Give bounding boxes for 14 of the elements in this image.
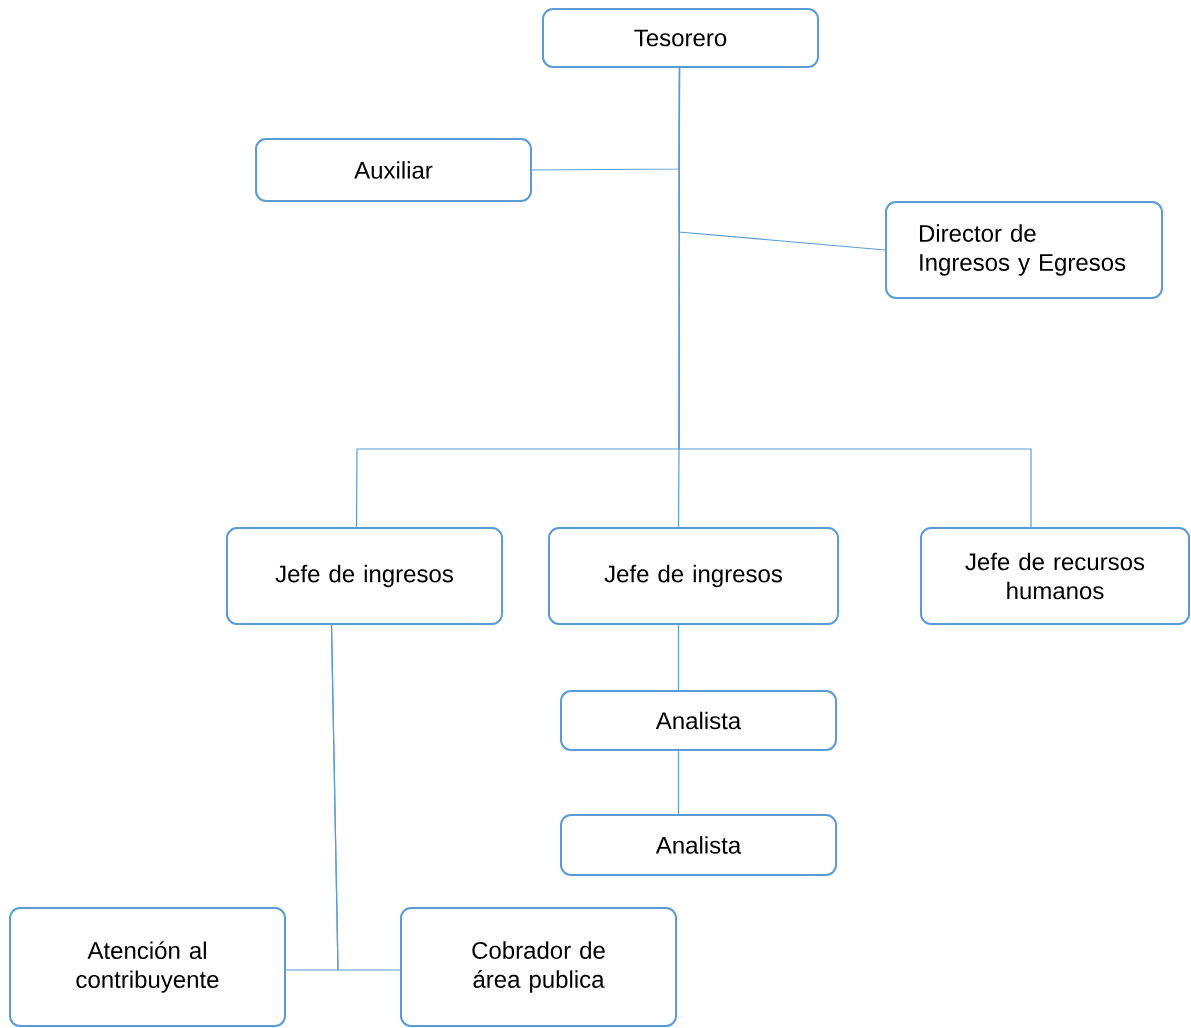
org-box: Auxiliar: [255, 138, 532, 202]
org-box: Jefe de recursos humanos: [920, 527, 1190, 625]
org-box: Jefe de ingresos: [226, 527, 503, 625]
org-box: Analista: [560, 690, 837, 751]
connector-line: [677, 750, 680, 815]
org-box: Jefe de ingresos: [548, 527, 839, 625]
org-box: Atención al contribuyente: [9, 907, 286, 1027]
connector-line: [330, 624, 401, 971]
connector-line: [678, 67, 1032, 528]
org-box: Cobrador de área publica: [400, 907, 677, 1027]
org-box: Director de Ingresos y Egresos: [885, 201, 1163, 299]
connector-line: [677, 624, 680, 691]
org-box: Tesorero: [542, 8, 819, 68]
org-box: Analista: [560, 814, 837, 876]
